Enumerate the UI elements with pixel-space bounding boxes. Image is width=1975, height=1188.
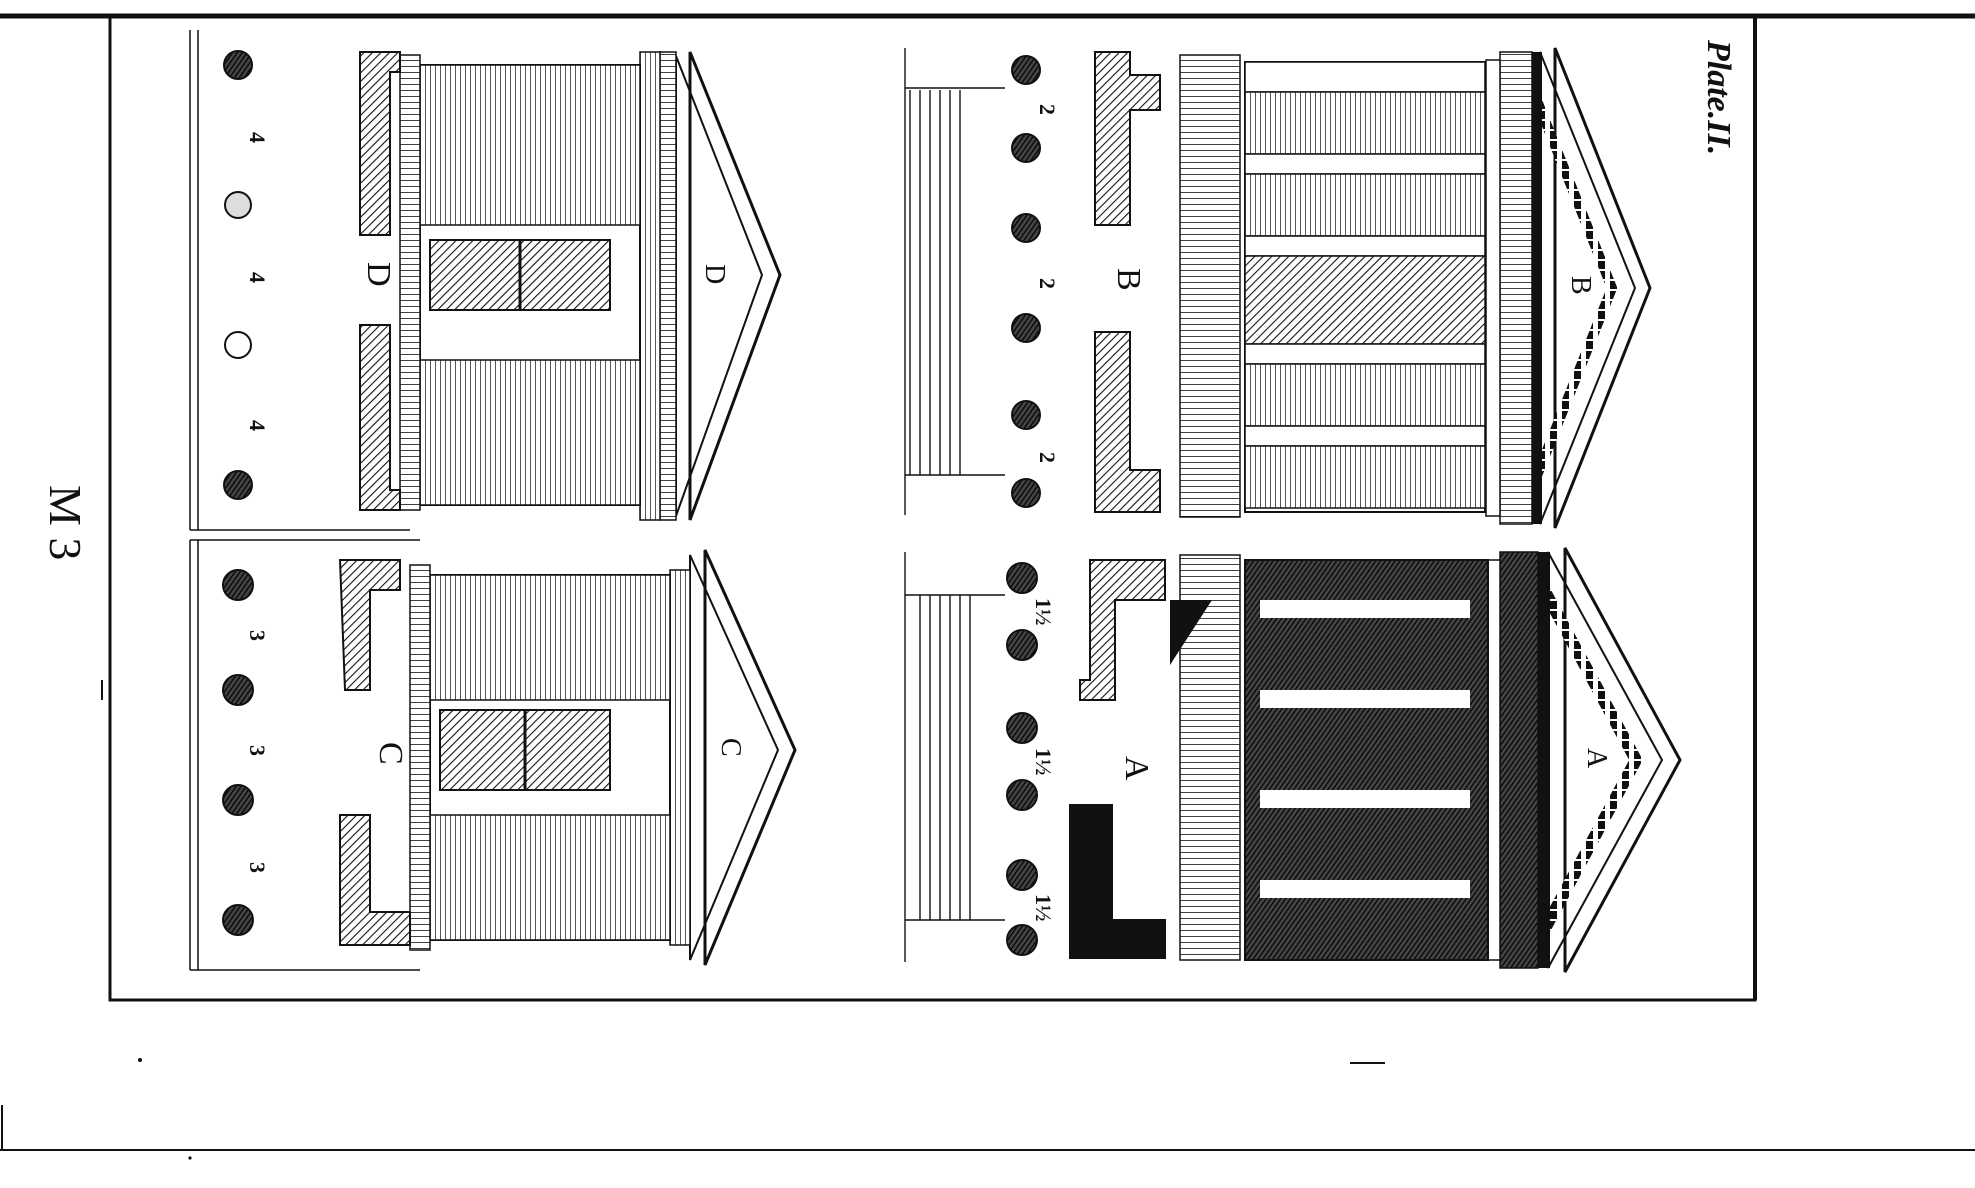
pediment-label-b: B xyxy=(1565,276,1596,295)
pediment-d xyxy=(688,51,782,521)
pediment-label-a: A xyxy=(1581,748,1612,769)
intercolumn-label-d-1: 4 xyxy=(245,132,270,143)
pediment-label-d: D xyxy=(699,264,730,284)
signature-mark: M 3 xyxy=(40,485,91,560)
intercolumn-label-c-3: 3 xyxy=(245,862,270,873)
intercolumn-label-a-2: 1½ xyxy=(1031,748,1056,776)
colonnade-d xyxy=(419,64,641,506)
intercolumn-label-b-2: 2 xyxy=(1035,278,1060,289)
intercolumn-label-a-1: 1½ xyxy=(1031,598,1056,626)
plan-label-d: D xyxy=(360,262,397,287)
intercolumn-label-d-2: 4 xyxy=(245,272,270,283)
intercolumn-label-c-2: 3 xyxy=(245,745,270,756)
colonnade-b xyxy=(1244,61,1486,509)
pediment-label-c: C xyxy=(715,738,746,757)
panel-c: C C 3 3 3 xyxy=(189,539,797,971)
plan-label-b: B xyxy=(1110,268,1147,291)
column-plan-d xyxy=(223,50,253,500)
plan-label-c: C xyxy=(372,742,409,765)
colonnade-c xyxy=(429,574,671,941)
pediment-a xyxy=(1563,547,1682,973)
panel-b: B B xyxy=(904,47,1652,529)
plan-label-a: A xyxy=(1118,756,1155,781)
column-plan-b xyxy=(1011,55,1041,508)
panel-d: D D 4 4 4 xyxy=(189,30,782,531)
intercolumn-label-b-3: 2 xyxy=(1035,452,1060,463)
plate-title: Plate.II. xyxy=(1700,39,1737,155)
intercolumn-label-a-3: 1½ xyxy=(1031,894,1056,922)
pediment-b xyxy=(1553,47,1652,529)
column-plan-c xyxy=(222,569,254,936)
pediment-c xyxy=(703,549,797,966)
column-plan-a xyxy=(1006,562,1038,956)
intercolumn-label-b-1: 2 xyxy=(1035,104,1060,115)
intercolumn-label-d-3: 4 xyxy=(245,420,270,431)
colonnade-a xyxy=(1244,559,1489,961)
panel-a: A A 1½ 1½ 1½ xyxy=(904,547,1682,973)
intercolumn-label-c-1: 3 xyxy=(245,630,270,641)
